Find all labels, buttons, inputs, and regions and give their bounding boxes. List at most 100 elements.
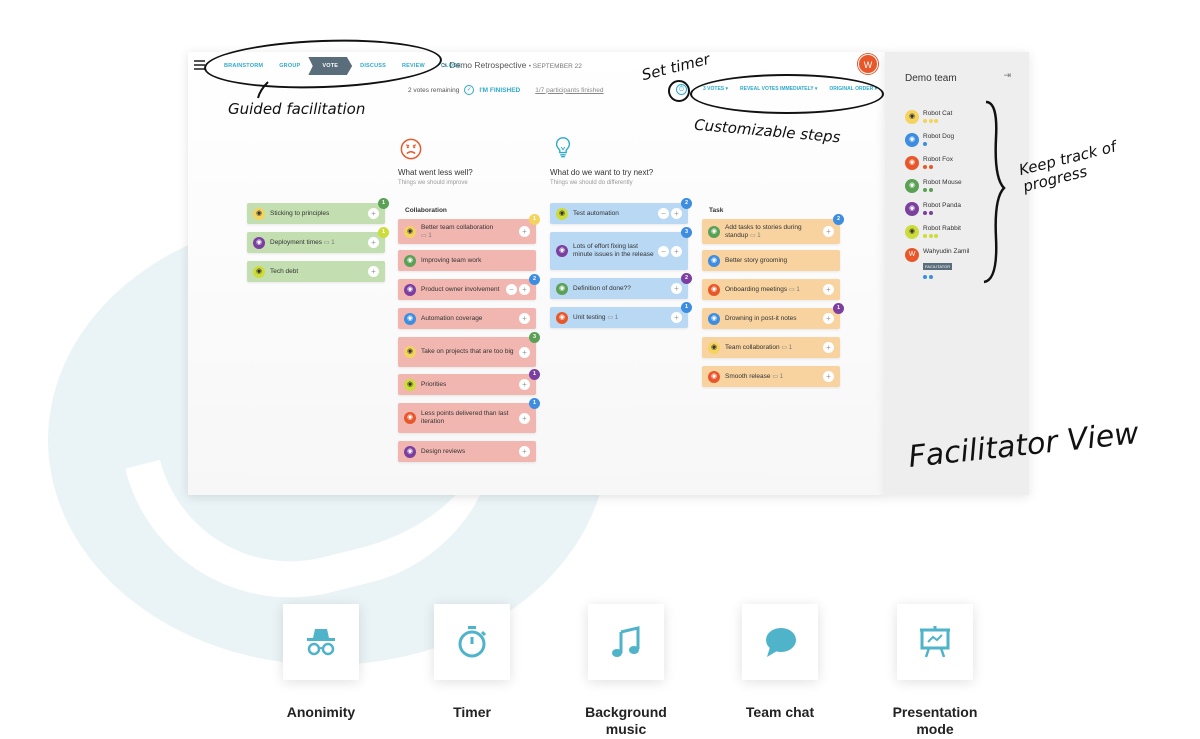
add-vote-button[interactable]: + xyxy=(671,283,682,294)
annotation-guided: Guided facilitation xyxy=(228,100,366,118)
add-vote-button[interactable]: + xyxy=(823,313,834,324)
note-card[interactable]: ◉ Deployment times ▭ 1 + 1 xyxy=(247,227,389,253)
comment-icon: ▭ 1 xyxy=(421,232,432,239)
robot-avatar-icon: ◉ xyxy=(708,283,720,296)
note-text: Improving team work xyxy=(421,256,482,264)
robot-avatar-icon: ◉ xyxy=(905,179,919,193)
note-card[interactable]: ◉ Tech debt + xyxy=(247,261,385,282)
note-text: Design reviews xyxy=(421,447,466,455)
feature-anonimity[interactable] xyxy=(283,604,359,680)
note-card[interactable]: ◉ Better team collaboration▭ 1 + 1 xyxy=(398,214,540,244)
note-card[interactable]: ◉ Add tasks to stories during standup ▭ … xyxy=(702,214,844,244)
vote-badge: 1 xyxy=(833,303,844,314)
remove-vote-button[interactable]: − xyxy=(658,208,669,219)
add-vote-button[interactable]: + xyxy=(823,226,834,237)
step-review[interactable]: REVIEW xyxy=(402,63,425,69)
note-card[interactable]: ◉ Design reviews + xyxy=(398,441,536,462)
note-card[interactable]: ◉ Unit testing ▭ 1 + 1 xyxy=(550,302,692,328)
note-text: Automation coverage xyxy=(421,314,483,322)
add-vote-button[interactable]: + xyxy=(671,312,682,323)
add-vote-button[interactable]: + xyxy=(519,379,530,390)
step-group[interactable]: GROUP xyxy=(279,63,301,69)
vote-badge: 3 xyxy=(681,227,692,238)
add-vote-button[interactable]: + xyxy=(368,208,379,219)
note-card[interactable]: ◉ Onboarding meetings ▭ 1 + xyxy=(702,279,840,300)
user-avatar[interactable]: W xyxy=(858,54,878,74)
feature-timer[interactable] xyxy=(434,604,510,680)
feature-label-anonimity: Anonimity xyxy=(286,704,356,720)
stopwatch-icon xyxy=(458,626,487,658)
add-vote-button[interactable]: + xyxy=(519,284,530,295)
step-brainstorm[interactable]: BRAINSTORM xyxy=(224,63,264,69)
note-card[interactable]: ◉ Automation coverage + xyxy=(398,308,536,329)
note-card[interactable]: ◉ Product owner involvement − + 2 xyxy=(398,274,540,300)
note-card[interactable]: ◉ Less points delivered than last iterat… xyxy=(398,398,540,433)
incognito-icon xyxy=(307,629,335,656)
note-card[interactable]: ◉ Better story grooming xyxy=(702,250,840,271)
column-less-well: What went less well? Things we should im… xyxy=(398,168,473,186)
add-vote-button[interactable]: + xyxy=(671,245,682,257)
note-card[interactable]: ◉ Definition of done?? + 2 xyxy=(550,273,692,299)
add-vote-button[interactable]: + xyxy=(519,346,530,358)
note-card[interactable]: ◉ Priorities + 1 xyxy=(398,369,540,395)
sad-face-icon xyxy=(400,138,422,160)
progress-dots xyxy=(923,119,952,123)
note-card[interactable]: ◉ Team collaboration ▭ 1 + xyxy=(702,337,840,358)
add-vote-button[interactable]: + xyxy=(519,446,530,457)
note-card[interactable]: ◉ Lots of effort fixing last minute issu… xyxy=(550,227,692,270)
progress-dots xyxy=(923,211,961,215)
remove-vote-button[interactable]: − xyxy=(658,245,669,257)
collapse-sidebar-icon[interactable]: ⇥ xyxy=(1003,70,1011,80)
note-card[interactable]: ◉ Drowning in post-it notes + 1 xyxy=(702,303,844,329)
annotation-progress: Keep track of progress xyxy=(1017,137,1118,196)
hamburger-menu-icon[interactable] xyxy=(194,60,205,72)
remove-vote-button[interactable]: − xyxy=(506,284,517,295)
note-card[interactable]: ◉ Test automation − + 2 xyxy=(550,198,692,224)
robot-avatar-icon: ◉ xyxy=(404,412,416,424)
progress-dots xyxy=(923,275,969,279)
feature-label-presentation-mode: Presentation mode xyxy=(892,704,978,737)
team-member: ◉ Robot Panda xyxy=(905,202,961,216)
robot-avatar-icon: ◉ xyxy=(404,445,416,458)
note-card[interactable]: ◉ Take on projects that are too big + 3 xyxy=(398,332,540,367)
check-circle-icon[interactable]: ✓ xyxy=(464,85,475,95)
add-vote-button[interactable]: + xyxy=(519,226,530,237)
member-name: Robot Panda xyxy=(923,202,961,209)
facilitator-tag: FACILITATOR xyxy=(923,263,953,270)
feature-label-team-chat: Team chat xyxy=(745,704,815,720)
annotation-ellipse-timer xyxy=(668,80,690,102)
note-card[interactable]: ◉ Sticking to principles + 1 xyxy=(247,198,389,224)
step-close[interactable]: CLOSE xyxy=(440,63,461,69)
add-vote-button[interactable]: + xyxy=(368,237,379,248)
team-name: Demo team xyxy=(905,73,957,84)
feature-background-music[interactable] xyxy=(588,604,664,680)
annotation-ellipse-options xyxy=(690,74,884,114)
vote-badge: 2 xyxy=(681,273,692,284)
add-vote-button[interactable]: + xyxy=(519,313,530,324)
add-vote-button[interactable]: + xyxy=(671,208,682,219)
add-vote-button[interactable]: + xyxy=(519,412,530,424)
finished-button[interactable]: I'M FINISHED xyxy=(479,86,521,94)
robot-avatar-icon: ◉ xyxy=(905,156,919,170)
member-name: Robot Fox xyxy=(923,156,953,163)
note-text: Deployment times ▭ 1 xyxy=(270,238,335,246)
add-vote-button[interactable]: + xyxy=(823,284,834,295)
add-vote-button[interactable]: + xyxy=(368,266,379,277)
step-discuss[interactable]: DISCUSS xyxy=(360,63,386,69)
add-vote-button[interactable]: + xyxy=(823,342,834,353)
add-vote-button[interactable]: + xyxy=(823,371,834,382)
feature-label-background-music: Background music xyxy=(585,704,667,737)
vote-badge: 3 xyxy=(529,332,540,343)
robot-avatar-icon: ◉ xyxy=(708,341,720,354)
progress-dots xyxy=(923,165,953,169)
step-vote[interactable]: VOTE xyxy=(308,57,353,75)
team-member: W Wahyudin Zamil FACILITATOR xyxy=(905,248,969,279)
note-card[interactable]: ◉ Improving team work xyxy=(398,250,536,271)
note-text: Better team collaboration▭ 1 xyxy=(421,223,494,239)
note-card[interactable]: ◉ Smooth release ▭ 1 + xyxy=(702,366,840,387)
robot-avatar-icon: ◉ xyxy=(253,236,265,249)
feature-presentation-mode[interactable] xyxy=(897,604,973,680)
robot-avatar-icon: ◉ xyxy=(556,245,568,257)
feature-team-chat[interactable] xyxy=(742,604,818,680)
feature-label-timer: Timer xyxy=(453,704,491,720)
